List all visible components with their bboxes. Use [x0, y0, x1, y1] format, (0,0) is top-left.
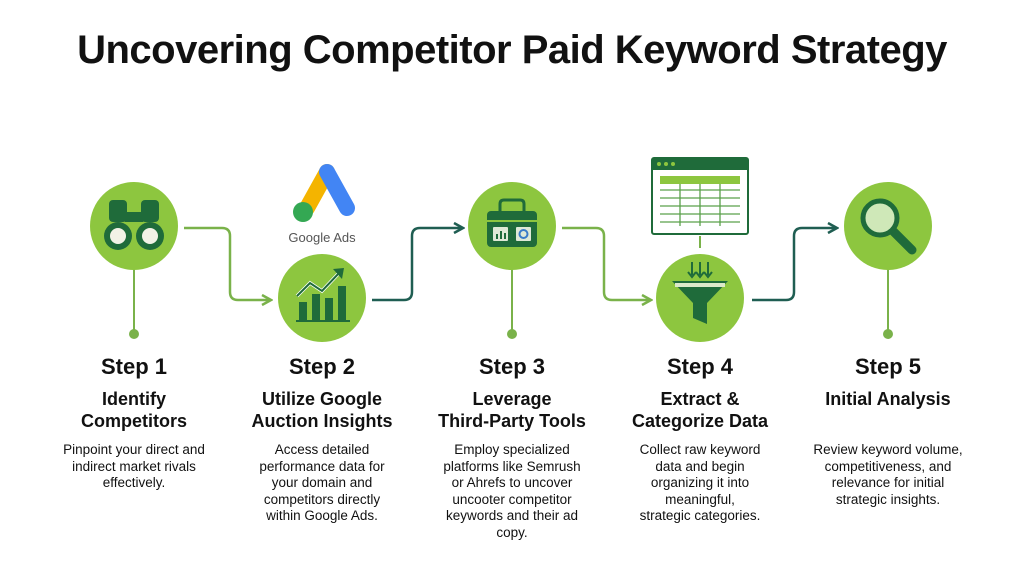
- step-description: Access detailed performance data for you…: [259, 442, 385, 523]
- google-ads-logo: [293, 164, 355, 222]
- step-title: Initial Analysis: [825, 389, 951, 409]
- connector-4-5: [752, 228, 836, 302]
- magnifier-icon: [844, 182, 932, 270]
- drop-line-1: [129, 268, 139, 339]
- page-title: Uncovering Competitor Paid Keyword Strat…: [77, 28, 947, 72]
- binoculars-icon: [90, 182, 178, 270]
- google-ads-logo-text: Google Ads: [288, 230, 356, 245]
- step-label: Step 3: [478, 354, 546, 379]
- step-description: Employ specialized platforms like Semrus…: [443, 442, 581, 540]
- connector-3-4: [562, 226, 650, 300]
- toolbox-icon: [468, 182, 556, 270]
- funnel-icon: [656, 254, 744, 342]
- drop-line-3: [507, 268, 517, 339]
- step-title: Extract &Categorize Data: [631, 389, 769, 431]
- step-description: Collect raw keyword data and begin organ…: [639, 442, 761, 523]
- step-label: Step 4: [666, 354, 734, 379]
- spreadsheet-icon: [651, 157, 749, 235]
- step-label: Step 5: [854, 354, 922, 379]
- chart-growth-icon: [278, 254, 366, 342]
- connector-1-2: [184, 226, 270, 300]
- step-description: Review keyword volume, competitiveness, …: [813, 442, 963, 507]
- drop-line-5: [883, 268, 893, 339]
- step-5: Step 5 Initial Analysis Review keyword v…: [793, 354, 983, 508]
- step-4: Step 4 Extract &Categorize Data Collect …: [605, 354, 795, 525]
- connector-2-3: [372, 228, 462, 302]
- step-label: Step 2: [288, 354, 356, 379]
- step-label: Step 1: [100, 354, 168, 379]
- step-description: Pinpoint your direct and indirect market…: [63, 442, 205, 490]
